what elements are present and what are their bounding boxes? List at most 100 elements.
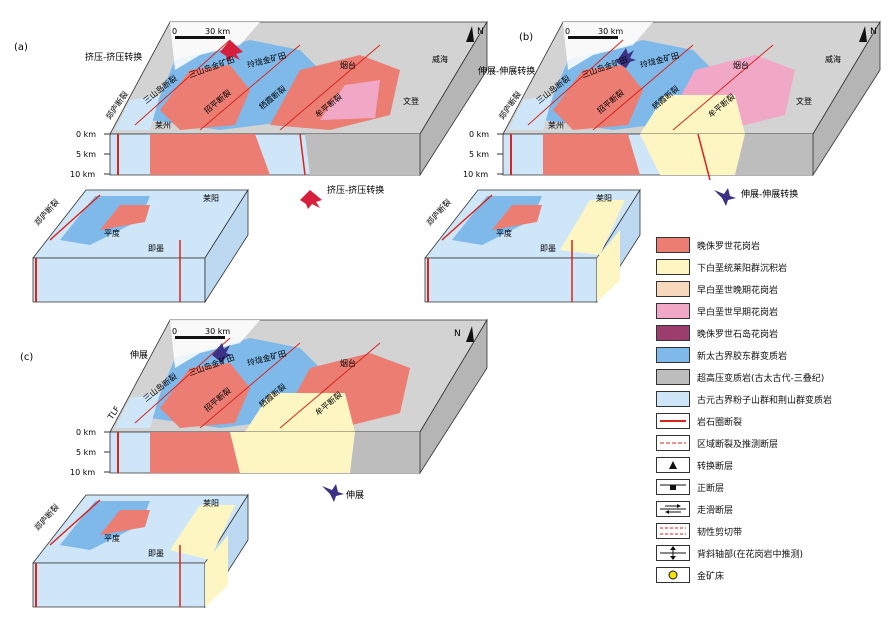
legend-label: 岩石圈断裂: [697, 417, 743, 428]
panel-c-arrow-bottom: [322, 484, 344, 502]
north-label: N: [477, 27, 484, 37]
panel-c-fault-2: [199, 342, 301, 429]
panel-b-sub-place-laiyang: 莱阳: [596, 193, 612, 203]
legend-swatch: [656, 303, 690, 319]
panel-a-fault-4: [299, 133, 306, 176]
panel-c-sub-place-pingdu: 平度: [104, 533, 120, 543]
legend-symbol: [656, 501, 690, 517]
legend-swatch: [656, 281, 690, 297]
legend-label: 区域断裂及推测断层: [697, 439, 779, 450]
legend-swatch: [656, 369, 690, 385]
panel-a-arrow-top: [220, 40, 243, 62]
panel-b-depth-scale: 0 km 5 km 10 km: [463, 130, 503, 179]
panel-b-place-weihai: 威海: [825, 54, 841, 64]
scale-zero: 0: [172, 27, 177, 36]
panel-c-regime-top: 伸展: [130, 349, 148, 361]
panel-b-place-wendeng: 文登: [796, 96, 812, 106]
panel-c-side-face: [419, 318, 488, 475]
panel-c-front-uhp: [350, 432, 420, 473]
legend-row-anticline: 背斜轴部(在花岗岩中推测): [656, 544, 803, 562]
legend-swatch: [656, 391, 690, 407]
scale-length: 30 km: [205, 27, 230, 36]
panel-c-fenzishan: [115, 393, 160, 428]
panel-a-sub-place-pingdu: 平度: [104, 228, 120, 238]
legend-label: 早白垩世晚期花岗岩: [697, 285, 779, 296]
panel-b-fenzishan: [508, 95, 553, 130]
panel-a-regime-bottom: 挤压-挤压转换: [327, 184, 384, 196]
panel-b-front-uhp: [735, 134, 813, 175]
legend-symbol: [656, 479, 690, 495]
panel-a-fault-2: [199, 44, 301, 131]
legend-symbol: [656, 523, 690, 539]
legend-swatch: [656, 347, 690, 363]
panel-b-fault-3: [672, 44, 774, 131]
panel-a-place-laizhou: 莱州: [155, 120, 171, 130]
scale-length: 30 km: [598, 27, 623, 36]
panel-a-subblock: 郯庐断裂 平度 即墨 莱阳: [32, 188, 249, 304]
legend-swatch: [656, 237, 690, 253]
depth-label-0: 0 km: [76, 130, 96, 139]
panel-b-scale-bar: 0 30 km: [565, 27, 623, 39]
legend-label: 超高压变质岩(古太古代-三叠纪): [697, 373, 825, 384]
panel-a-coastline-sea: [170, 22, 260, 70]
legend-row-normal-fault: 正断层: [656, 478, 724, 496]
legend-swatch: [656, 259, 690, 275]
panel-c-scale-bar: 0 30 km: [172, 327, 230, 339]
legend-label: 下白垩统莱阳群沉积岩: [697, 263, 788, 274]
panel-b-laiyang-basin: [640, 95, 745, 134]
scale-zero: 0: [565, 27, 570, 36]
panel-c-granite-west: [160, 363, 250, 428]
panel-b-sub-place-jimo: 即墨: [540, 244, 556, 253]
depth-label-5: 5 km: [76, 150, 96, 159]
panel-a-sub-place-jimo: 即墨: [148, 244, 164, 253]
legend-row-shidao: 晚侏罗世石岛花岗岩: [656, 324, 778, 342]
panel-c-label: (c): [20, 352, 33, 363]
legend-label: 晚侏罗世石岛花岗岩: [697, 329, 779, 340]
legend-row-granite-late-jurassic: 晚侏罗世花岗岩: [656, 236, 760, 254]
panel-b-regime-top: 伸展-伸展转换: [478, 65, 535, 77]
legend-row-ductile-shear: 韧性剪切带: [656, 522, 742, 540]
panel-a-sub-label-tanlu: 郯庐断裂: [32, 197, 61, 227]
panel-c-coastline-sea: [170, 320, 260, 368]
legend-symbol: [656, 413, 690, 429]
panel-a-label: (a): [14, 42, 28, 53]
scale-zero: 0: [172, 327, 177, 336]
panel-b-side-face: [812, 20, 881, 177]
panel-a-arrow-bottom: [300, 190, 322, 209]
legend-symbol: [656, 435, 690, 451]
legend-row-gold-deposit: 金矿床: [656, 566, 724, 584]
legend-label: 新太古界胶东群变质岩: [697, 351, 788, 362]
panel-a-north-arrow: N: [466, 26, 484, 42]
legend-label: 晚侏罗世花岗岩: [697, 241, 761, 252]
legend-swatch: [656, 325, 690, 341]
panel-a: (a) 0 km 5 km 10 km: [14, 20, 488, 304]
legend-symbol: [656, 457, 690, 473]
legend-label: 早白垩世早期花岗岩: [697, 307, 779, 318]
legend-label: 转换断层: [697, 461, 734, 472]
north-label: N: [870, 27, 877, 37]
panel-c-sub-place-laiyang: 莱阳: [203, 498, 219, 508]
panel-c-fault-3: [279, 342, 381, 429]
legend-row-laiyang: 下白垩统莱阳群沉积岩: [656, 258, 787, 276]
panel-c-subblock: 郯庐断裂 平度 即墨 莱阳: [32, 493, 249, 609]
panel-b-coastline-sea: [563, 22, 653, 70]
depth-label-10: 10 km: [70, 170, 95, 179]
panel-b-fault-2: [592, 44, 694, 131]
legend-label: 背斜轴部(在花岗岩中推测): [697, 549, 804, 560]
panel-b-place-yantai: 烟台: [733, 60, 749, 70]
panel-a-granite-west: [160, 65, 250, 130]
panel-a-front-uhp: [305, 134, 420, 175]
panel-b-subblock: 郯庐断裂 平度 即墨 莱阳: [424, 188, 641, 304]
depth-label-10: 10 km: [70, 468, 95, 477]
legend-symbol: [656, 545, 690, 561]
panel-b-arrow-bottom: [714, 188, 736, 206]
depth-label-5: 5 km: [76, 448, 96, 457]
panel-c-sub-place-jimo: 即墨: [148, 549, 164, 558]
legend-row-granite-ek-late: 早白垩世晚期花岗岩: [656, 280, 778, 298]
panel-c-sub-label-tanlu: 郯庐断裂: [32, 502, 61, 532]
legend-symbol: [656, 567, 690, 583]
depth-label-5: 5 km: [469, 150, 489, 159]
scale-length: 30 km: [205, 327, 230, 336]
depth-label-10: 10 km: [463, 170, 488, 179]
